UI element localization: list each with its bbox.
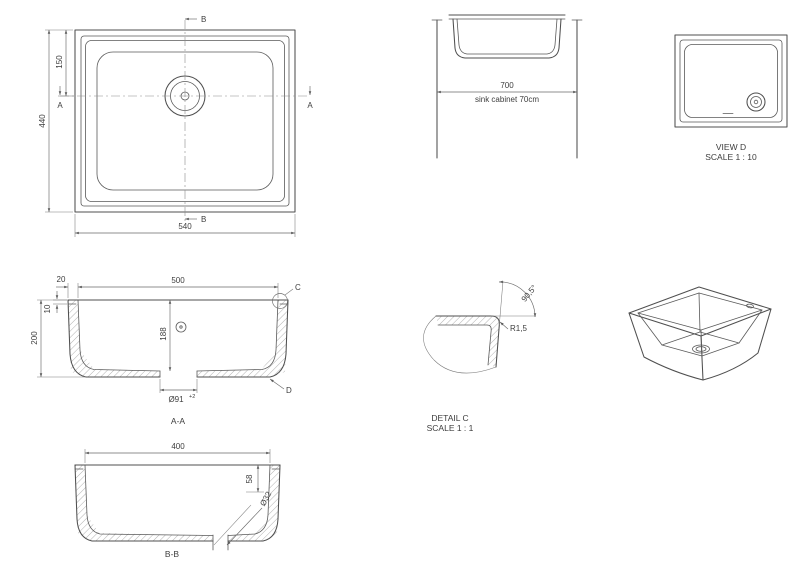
bowl-outer-profile: [452, 18, 562, 59]
dim-91-tolerance: +2: [189, 394, 195, 400]
plan-view: A A B B 440 150 540: [38, 15, 313, 237]
detail-c-view: R1,5 90,5° DETAIL C SCALE 1 : 1: [423, 280, 539, 433]
detail-d-marker: D: [269, 378, 292, 395]
dim-opening-500: 500: [77, 276, 279, 298]
aa-overflow-hole: [175, 321, 187, 333]
iso-bowl-edge-front: [700, 329, 703, 357]
section-aa: 500 20 10 200 188 Ø91 +: [30, 275, 301, 426]
bb-hatch-right: [228, 465, 280, 541]
section-b-marker-top: B: [185, 15, 206, 24]
bb-inner-left: [84, 464, 214, 536]
iso-bowl-edge-right: [738, 309, 763, 344]
aa-overflow-center: [179, 325, 183, 329]
dim-cabinet-width: 700 sink cabinet 70cm: [437, 81, 577, 104]
dim-flange-20: 20: [56, 275, 69, 298]
iso-bowl-edge-left: [637, 312, 663, 346]
view-d: VIEW D SCALE 1 : 10: [674, 34, 788, 162]
view-d-scale: SCALE 1 : 10: [705, 152, 757, 162]
dim-700-label: 700: [500, 81, 514, 90]
iso-drain-outer: [692, 344, 710, 354]
aa-hatch-right: [197, 300, 288, 377]
section-a-label-right: A: [307, 101, 313, 110]
section-aa-label: A-A: [171, 416, 186, 426]
dim-188-label: 188: [159, 327, 168, 341]
view-d-drain-center: [753, 99, 759, 105]
detail-c-title: DETAIL C: [431, 413, 468, 423]
iso-overflow-hole: [746, 303, 754, 309]
dim-150-label: 150: [55, 55, 64, 69]
section-a-marker-left: A: [57, 86, 63, 110]
dim-10-label: 10: [43, 304, 52, 313]
detail-c-hatch: [436, 316, 500, 367]
dim-91-label: Ø91: [168, 395, 184, 404]
isometric-view: [628, 286, 772, 381]
detail-c-scale: SCALE 1 : 1: [427, 423, 474, 433]
dim-400-label: 400: [171, 442, 185, 451]
section-bb: 400 58 Ø32 B-B: [74, 442, 281, 559]
section-bb-label: B-B: [165, 549, 180, 559]
dim-20-label: 20: [57, 275, 66, 284]
view-d-outer-outline: [674, 34, 788, 128]
iso-bowl-edge-back: [698, 292, 701, 333]
iso-drain-inner: [695, 346, 707, 352]
view-d-drain-inner: [750, 96, 762, 108]
section-b-marker-bottom: B: [185, 215, 206, 224]
bb-outer-left: [74, 464, 214, 542]
dim-center-offset: 150: [55, 30, 74, 97]
dim-200-label: 200: [30, 331, 39, 345]
section-a-label-left: A: [57, 101, 63, 110]
aa-outer-right: [196, 299, 289, 378]
view-d-drain-outer: [746, 92, 766, 112]
aa-inner-left: [77, 299, 161, 372]
dim-540-label: 540: [178, 222, 192, 231]
bb-outer-right: [227, 464, 281, 542]
section-b-label-top: B: [201, 15, 206, 24]
dim-radius: R1,5: [499, 321, 527, 333]
dim-depth-200: 200: [30, 299, 86, 378]
aa-hatch-left: [68, 300, 160, 377]
cabinet-front-view: 700 sink cabinet 70cm: [431, 14, 583, 159]
detail-d-marker-label: D: [286, 386, 292, 395]
dim-drain-pos-58: 58: [245, 465, 264, 493]
cabinet-caption: sink cabinet 70cm: [475, 95, 539, 104]
dim-inner-depth-188: 188: [159, 300, 172, 371]
section-a-marker-right: A: [307, 86, 313, 110]
dim-total-height: 440: [38, 29, 73, 213]
dim-angle-label: 90,5°: [520, 283, 539, 303]
view-d-title: VIEW D: [716, 142, 746, 152]
section-b-label-bottom: B: [201, 215, 206, 224]
detail-c-marker: C: [272, 283, 301, 309]
view-d-rim-line: [679, 39, 783, 123]
aa-inner-right: [196, 299, 279, 372]
detail-c-break-line: [423, 315, 497, 374]
bb-inner-right: [227, 464, 271, 536]
detail-c-marker-label: C: [295, 283, 301, 292]
detail-c-inner-edge: [437, 324, 492, 366]
bb-hatch-left: [75, 465, 213, 541]
dim-500-label: 500: [171, 276, 185, 285]
dim-58-label: 58: [245, 474, 254, 483]
dim-rim-10: 10: [43, 291, 67, 313]
dim-drain-91: Ø91 +2: [159, 379, 198, 404]
dim-440-label: 440: [38, 114, 47, 128]
view-d-bowl-edge: [684, 44, 778, 118]
dim-length-400: 400: [84, 442, 271, 463]
bowl-inner-profile: [456, 18, 558, 55]
dim-r15-label: R1,5: [510, 324, 527, 333]
dim-total-width: 540: [74, 214, 296, 237]
sink-rim-inner-line: [80, 35, 290, 207]
